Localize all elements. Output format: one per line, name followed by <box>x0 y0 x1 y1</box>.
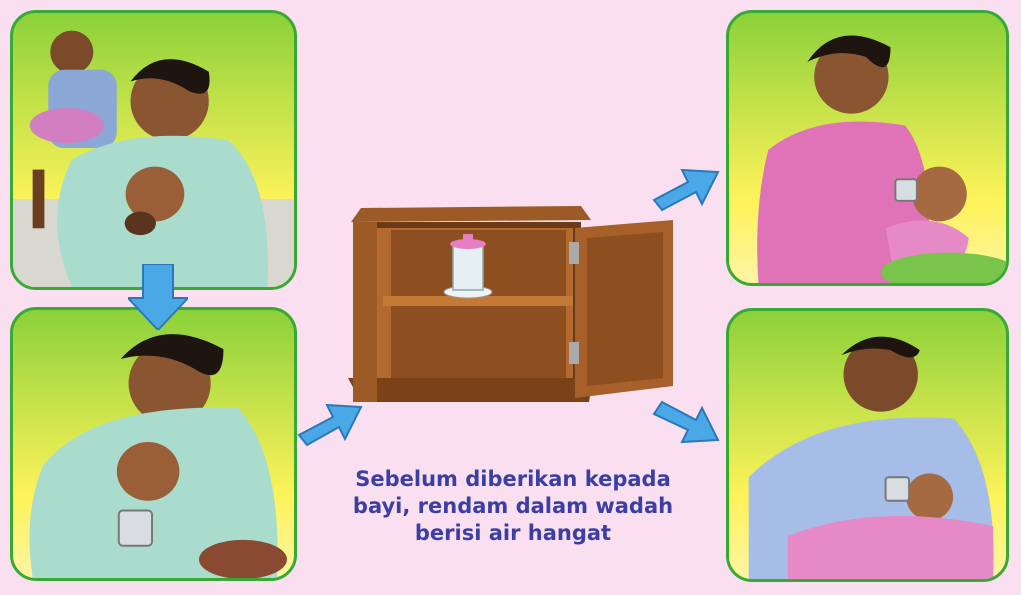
panel-collect-milk <box>10 307 297 581</box>
panel-cup-feeding-mother <box>726 10 1009 286</box>
panel-cup-feeding-father <box>726 308 1009 582</box>
panel-express-milk <box>10 10 297 290</box>
arrow-down-icon <box>128 264 188 330</box>
caption-line-3: berisi air hangat <box>414 521 612 545</box>
caption-line-1: Sebelum diberikan kepada <box>355 467 671 491</box>
mother-collecting-milk-cup-icon <box>29 334 287 578</box>
arrow-down-right-icon <box>652 400 720 444</box>
mother-expressing-milk-icon <box>13 30 294 287</box>
arrow-right-icon <box>297 403 363 447</box>
father-cup-feeding-baby-icon <box>748 336 994 579</box>
cabinet-with-covered-cup-icon <box>348 206 673 402</box>
mother-cup-feeding-baby-icon <box>757 35 1006 283</box>
caption-line-2: bayi, rendam dalam wadah <box>352 494 674 518</box>
arrow-up-right-icon <box>652 168 720 212</box>
caption-text: Sebelum diberikan kepada bayi, rendam da… <box>333 466 693 547</box>
